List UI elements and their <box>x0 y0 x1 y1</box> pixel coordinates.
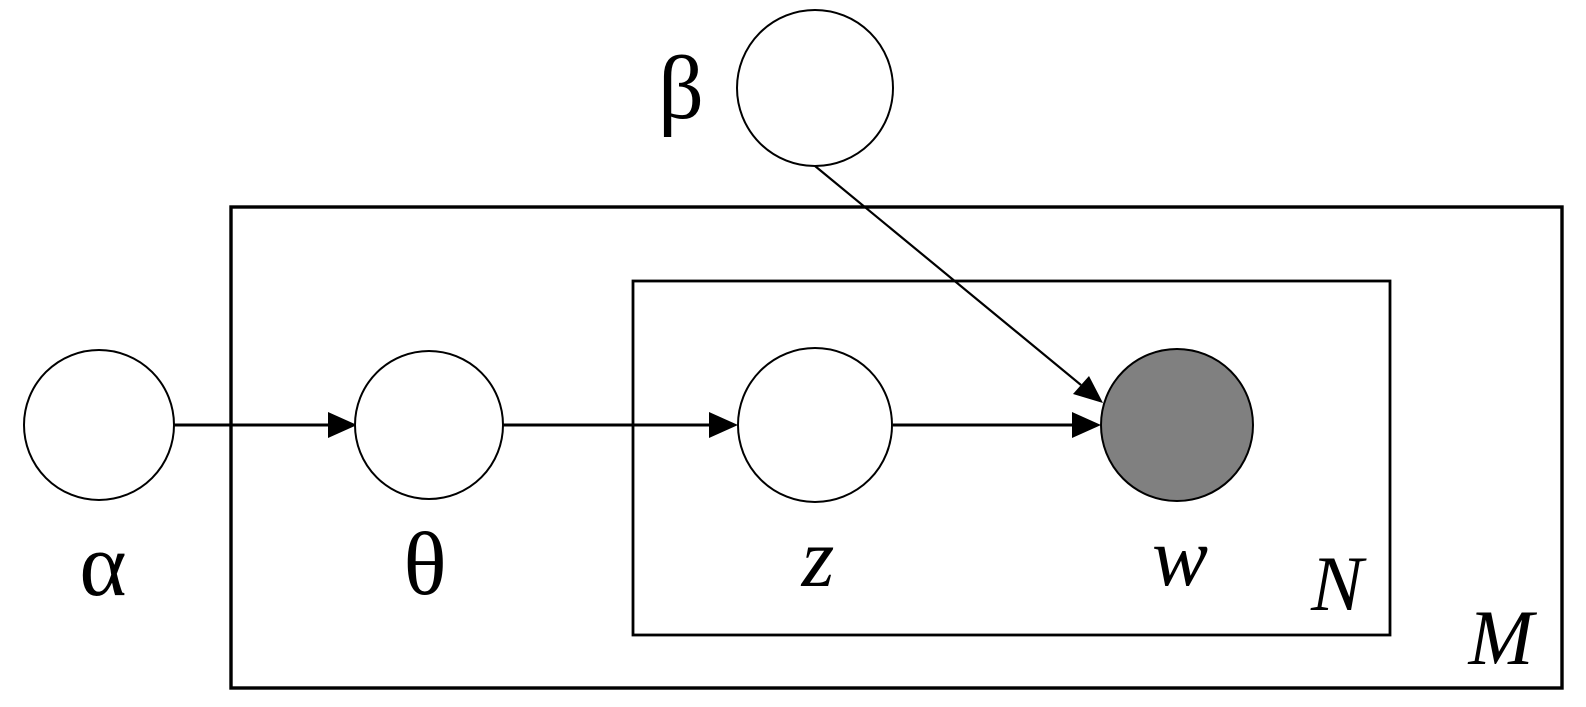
node-z-circle <box>737 347 893 503</box>
node-alpha-label: α <box>79 516 126 615</box>
edge-alpha-theta <box>174 412 357 438</box>
plate-outer-rect <box>229 205 1564 690</box>
node-theta-label: θ <box>403 515 446 614</box>
edge-beta-w-line <box>814 165 1082 386</box>
plate-inner-label: N <box>1310 540 1367 627</box>
node-w-circle <box>1100 348 1254 502</box>
arrowhead-beta-into-w-icon <box>1073 376 1103 403</box>
plate-outer-label: M <box>1468 594 1538 681</box>
edge-theta-z <box>503 412 738 438</box>
edge-beta-w <box>814 165 1103 403</box>
node-theta-circle <box>354 350 504 500</box>
plate-inner-rect <box>631 279 1392 637</box>
node-beta-circle <box>736 9 894 167</box>
node-alpha-circle <box>23 349 175 501</box>
node-beta-label: β <box>658 39 704 138</box>
arrowhead-into-z-icon <box>709 412 738 438</box>
arrowhead-into-w-icon <box>1072 412 1101 438</box>
node-w-label: w <box>1152 511 1208 604</box>
arrowhead-into-theta-icon <box>328 412 357 438</box>
node-z-label: z <box>801 512 835 605</box>
edge-z-w <box>893 412 1101 438</box>
